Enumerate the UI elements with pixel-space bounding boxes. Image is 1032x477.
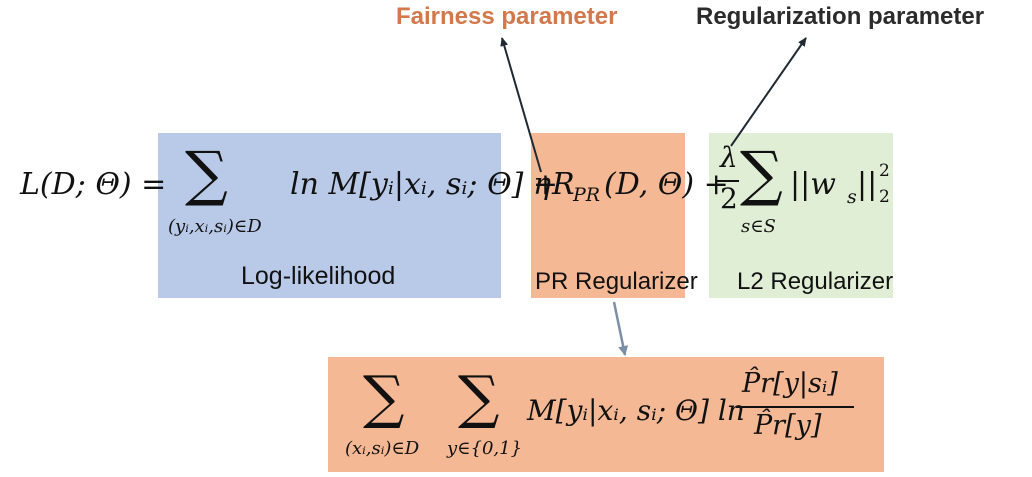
norm-subscript-two: 2 [879, 187, 890, 207]
pr-args: (D, Θ) + [604, 167, 729, 202]
pr-regularizer-box [531, 133, 685, 298]
sum1-subscript: (yᵢ,xᵢ,sᵢ)∈D [168, 216, 262, 237]
norm-superscript: 2 [879, 161, 890, 181]
lambda-symbol: λ [720, 141, 738, 174]
pr-regularizer-caption: PR Regularizer [535, 268, 698, 295]
log-likelihood-caption: Log-likelihood [241, 262, 396, 290]
pr-term: R [552, 167, 575, 202]
lambda-fraction-bar [717, 180, 739, 182]
pr-sum-symbol-2: ∑ [458, 363, 500, 431]
pr-subscript: PR [573, 184, 601, 206]
pr-fraction-bar [736, 406, 854, 408]
norm-subscript: s [847, 186, 857, 208]
equation-lhs: L(D; Θ) = [20, 167, 167, 202]
sum-symbol-1: ∑ [185, 139, 228, 209]
fraction-two: 2 [720, 182, 738, 215]
norm-term: ||w [790, 167, 836, 202]
sum2-subscript: s∈S [741, 216, 776, 237]
log-likelihood-box [158, 133, 501, 298]
pr-denominator: P̂r[y] [754, 410, 822, 441]
regularization-arrow [730, 37, 807, 147]
pr-sum1-subscript: (xᵢ,sᵢ)∈D [345, 438, 420, 459]
norm-close: || [857, 167, 878, 202]
pr-expansion-box [328, 357, 884, 472]
regularization-parameter-label: Regularization parameter [696, 3, 985, 30]
pr-expansion-arrow [612, 301, 629, 356]
loglik-term: ln M[yᵢ|xᵢ, sᵢ; Θ] + [290, 167, 559, 202]
sum-symbol-2: ∑ [740, 139, 783, 209]
l2-regularizer-caption: L2 Regularizer [737, 268, 894, 295]
eta-symbol: η [533, 167, 551, 202]
pr-sum-symbol-1: ∑ [363, 363, 405, 431]
l2-regularizer-box [709, 133, 893, 298]
pr-body: M[yᵢ|xᵢ, sᵢ; Θ] ln [527, 394, 745, 427]
pr-sum2-subscript: y∈{0,1} [447, 438, 523, 459]
fairness-arrow [500, 37, 542, 173]
fairness-parameter-label: Fairness parameter [396, 3, 618, 30]
pr-numerator: P̂r[y|sᵢ] [742, 368, 838, 399]
